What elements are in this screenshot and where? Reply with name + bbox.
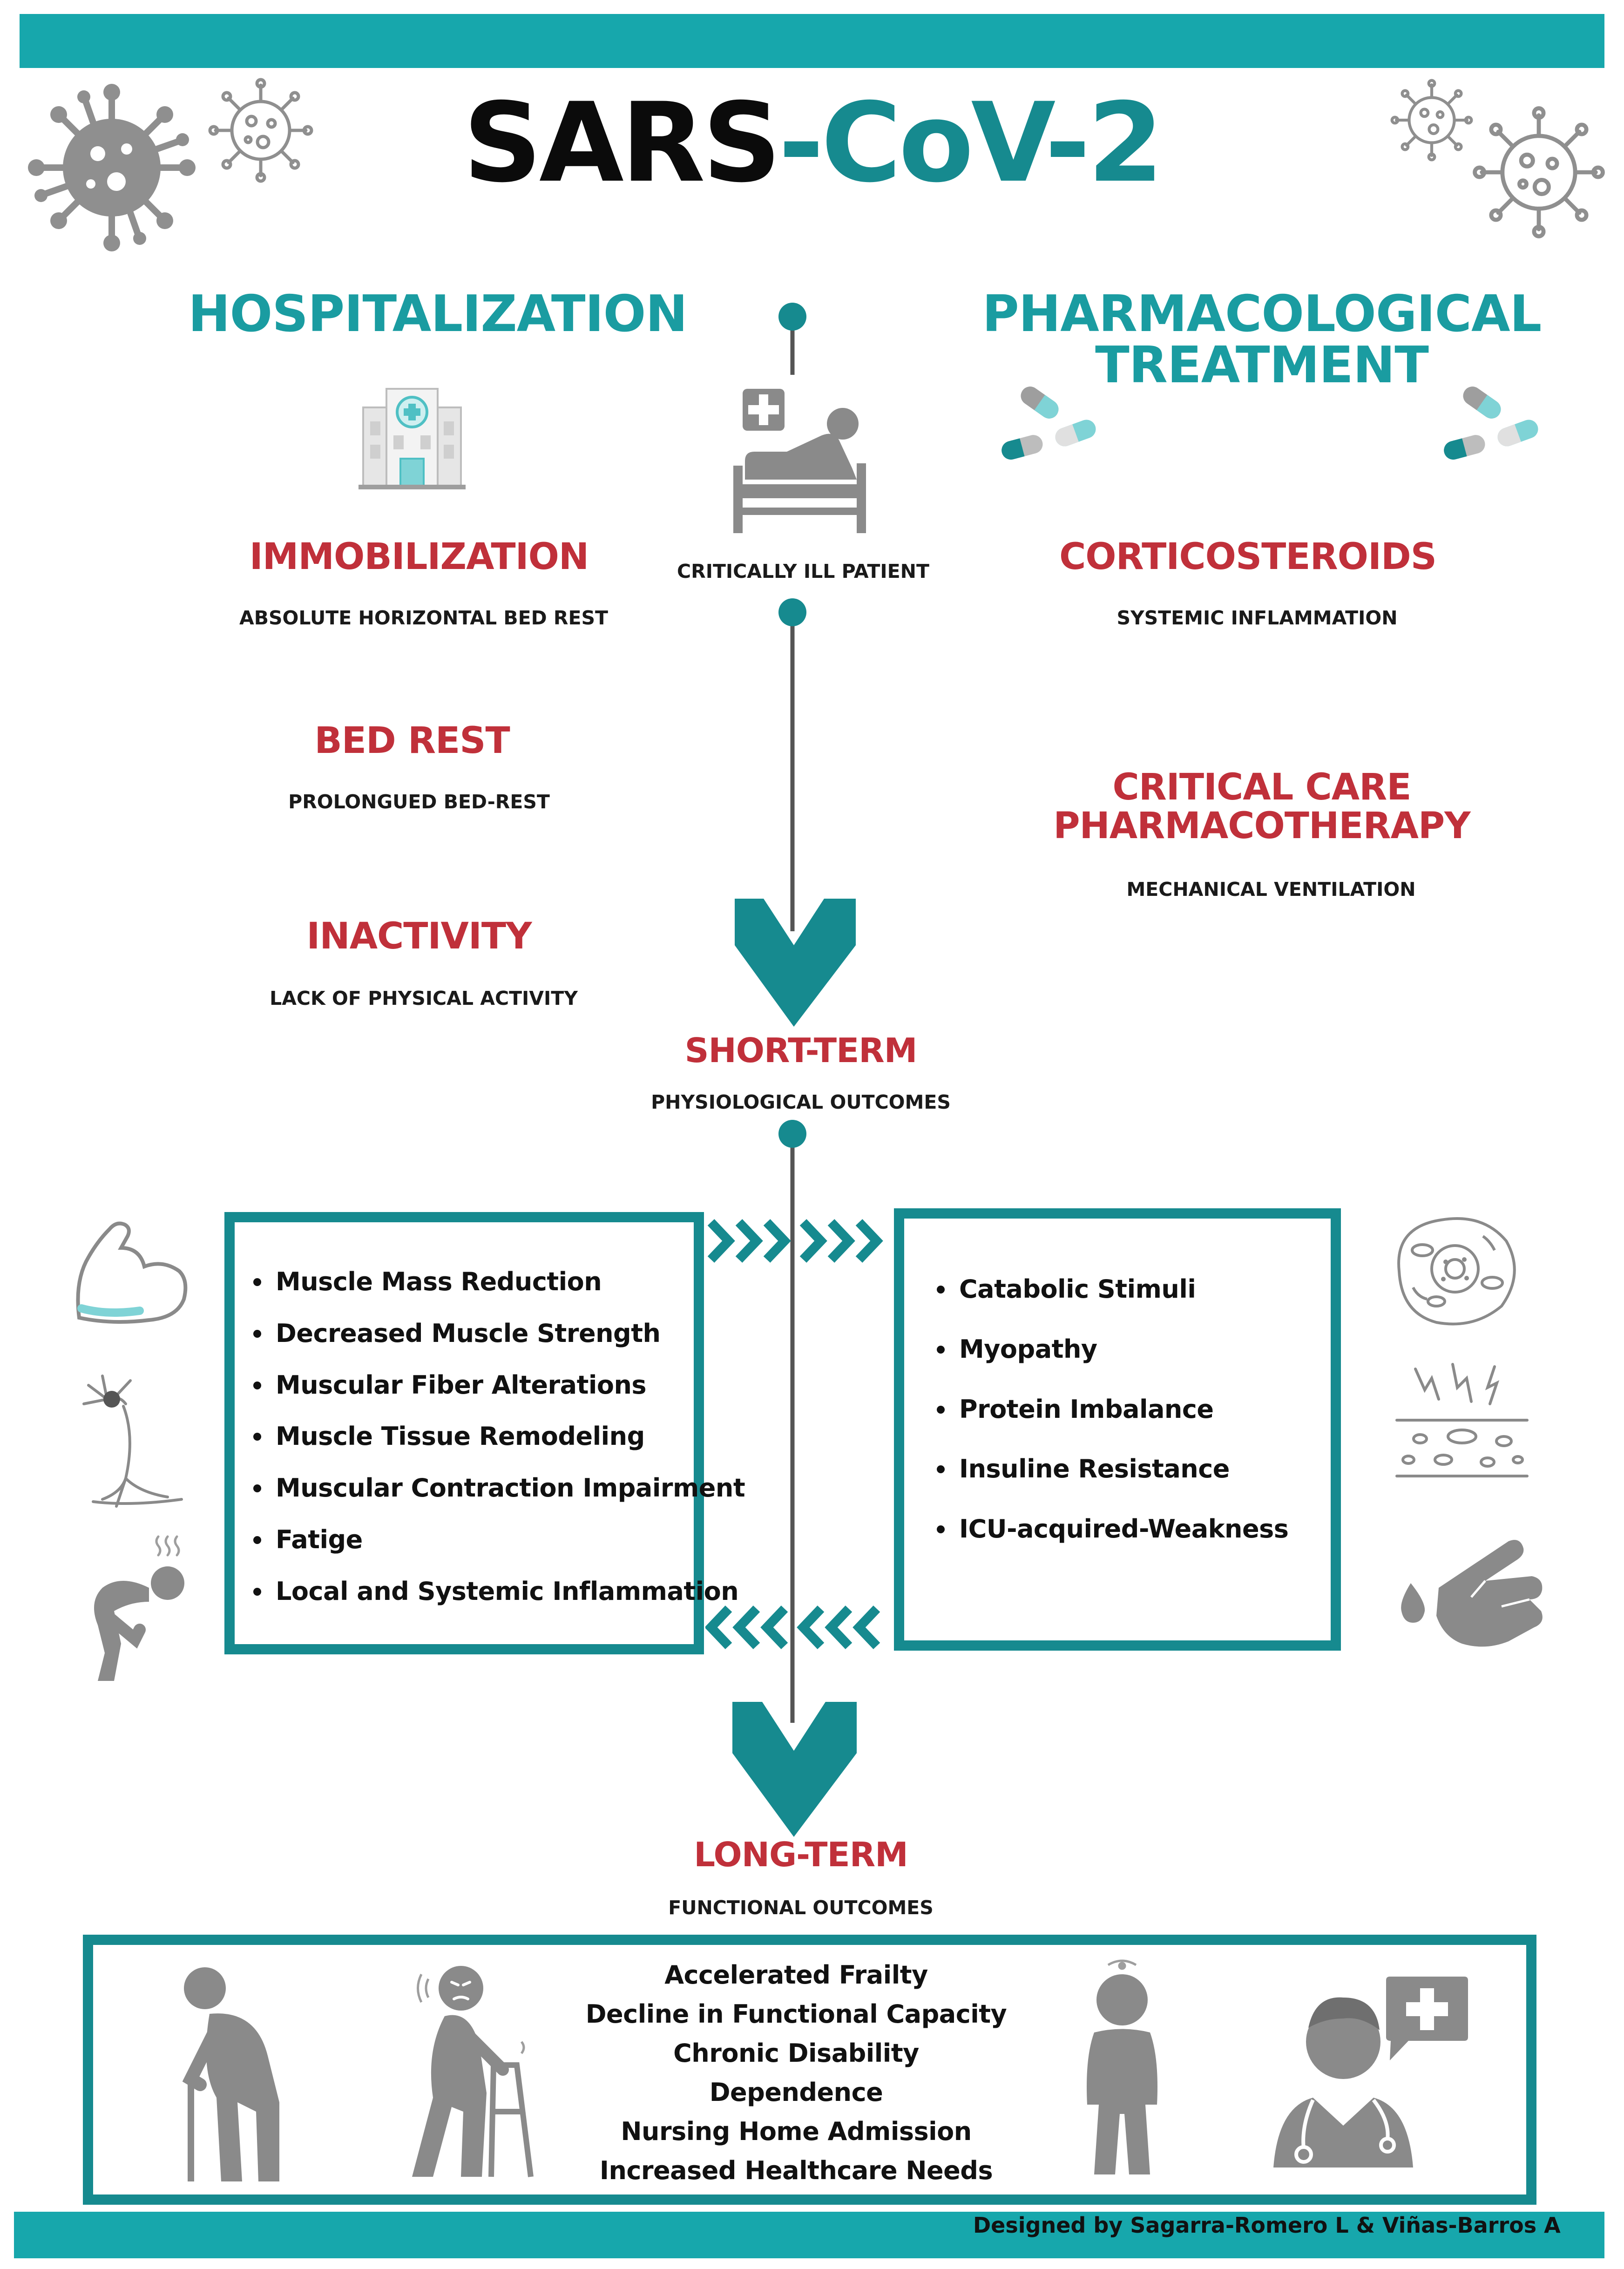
list-item: Decline in Functional Capacity (585, 1999, 1007, 2029)
title-line-1: CRITICAL CARE (1112, 766, 1412, 808)
critical-care-pharmacotherapy-title: CRITICAL CARE PHARMACOTHERAPY (1015, 768, 1509, 845)
header-line-2: TREATMENT (1095, 336, 1429, 395)
list-item: Chronic Disability (673, 2039, 919, 2068)
hospitalization-header: HOSPITALIZATION (188, 285, 688, 343)
corticosteroids-title: CORTICOSTEROIDS (1059, 536, 1437, 578)
long-term-subtitle: FUNCTIONAL OUTCOMES (668, 1896, 934, 1919)
list-item: Muscular Contraction Impairment (249, 1473, 745, 1504)
corticosteroids-subtitle: SYSTEMIC INFLAMMATION (1116, 607, 1398, 629)
pharmacological-treatment-header: PHARMACOLOGICAL TREATMENT (973, 285, 1550, 395)
chevron-right-icon (707, 1219, 883, 1263)
list-item: Nursing Home Admission (621, 2117, 972, 2146)
chevron-down-icon (732, 1702, 857, 1837)
virus-icon (28, 84, 196, 251)
metabolic-outcomes-box: Catabolic Stimuli Myopathy Protein Imbal… (894, 1208, 1341, 1651)
virus-icon (208, 78, 313, 183)
chevron-left-icon (705, 1605, 880, 1649)
list-item: ICU-acquired-Weakness (932, 1514, 1289, 1544)
timeline-dot (778, 1120, 806, 1148)
list-item: Accelerated Frailty (664, 1960, 928, 1990)
top-banner (20, 14, 1604, 68)
list-item: Muscular Fiber Alterations (249, 1370, 745, 1401)
immobilization-title: IMMOBILIZATION (249, 536, 589, 578)
timeline-dot (778, 598, 806, 626)
chevron-down-icon (735, 899, 856, 1027)
title-part-sars: SARS (463, 80, 781, 207)
walker-person-icon (412, 1966, 534, 2177)
hospital-bed-patient-icon (733, 389, 866, 533)
dizzy-person-icon (1087, 1959, 1157, 2174)
header-line-1: PHARMACOLOGICAL (982, 285, 1542, 343)
mechanical-ventilation-subtitle: MECHANICAL VENTILATION (1126, 878, 1416, 901)
inactivity-subtitle: LACK OF PHYSICAL ACTIVITY (270, 987, 578, 1009)
list-item: Insuline Resistance (932, 1454, 1288, 1484)
bed-rest-subtitle: PROLONGUED BED-REST (288, 791, 550, 813)
functional-outcomes-list: Accelerated Frailty Decline in Functiona… (563, 1956, 1029, 2190)
metabolic-outcomes-list: Catabolic Stimuli Myopathy Protein Imbal… (932, 1274, 1289, 1544)
list-item: Myopathy (932, 1334, 1288, 1365)
inactivity-title: INACTIVITY (306, 915, 532, 957)
pill-capsule-icon (1444, 386, 1538, 460)
physiological-outcomes-box: Muscle Mass Reduction Decreased Muscle S… (224, 1212, 745, 1654)
virus-icon (1390, 79, 1473, 162)
list-item: Local and Systemic Inflammation (249, 1577, 745, 1607)
list-item: Protein Imbalance (932, 1395, 1288, 1425)
list-item: Dependence (709, 2078, 883, 2107)
timeline-dot (778, 303, 806, 331)
title-line-2: PHARMACOTHERAPY (1053, 805, 1470, 847)
physiological-outcomes-list: Muscle Mass Reduction Decreased Muscle S… (249, 1267, 745, 1607)
credit-text: Designed by Sagarra-Romero L & Viñas-Bar… (973, 2213, 1561, 2238)
bottom-banner (14, 2212, 1604, 2258)
immobilization-subtitle: ABSOLUTE HORIZONTAL BED REST (239, 607, 608, 629)
list-item: Catabolic Stimuli (932, 1274, 1288, 1305)
doctor-icon (1273, 1977, 1468, 2167)
hospital-building-icon (359, 388, 466, 489)
list-item: Increased Healthcare Needs (599, 2156, 993, 2185)
neuron-icon (82, 1375, 183, 1508)
long-term-title: LONG-TERM (694, 1835, 908, 1874)
critically-ill-patient-label: CRITICALLY ILL PATIENT (677, 560, 929, 582)
finger-prick-blood-icon (1401, 1540, 1543, 1647)
page-title: SARS-CoV-2 (0, 88, 1624, 198)
short-term-title: SHORT-TERM (684, 1031, 918, 1070)
list-item: Decreased Muscle Strength (249, 1319, 745, 1349)
title-part-cov2: -CoV-2 (778, 80, 1164, 207)
virus-icon (1473, 106, 1605, 238)
short-term-subtitle: PHYSIOLOGICAL OUTCOMES (651, 1091, 951, 1113)
flexed-arm-icon (76, 1221, 188, 1324)
list-item: Fatige (249, 1525, 745, 1555)
bed-rest-title: BED REST (314, 720, 510, 762)
list-item: Muscle Tissue Remodeling (249, 1422, 745, 1452)
elderly-cane-icon (182, 1967, 279, 2181)
fatigued-person-icon (94, 1535, 184, 1681)
pill-capsule-icon (1001, 386, 1096, 460)
list-item: Muscle Mass Reduction (249, 1267, 745, 1297)
cell-icon (1397, 1217, 1516, 1326)
inflammation-icon (1395, 1363, 1529, 1477)
